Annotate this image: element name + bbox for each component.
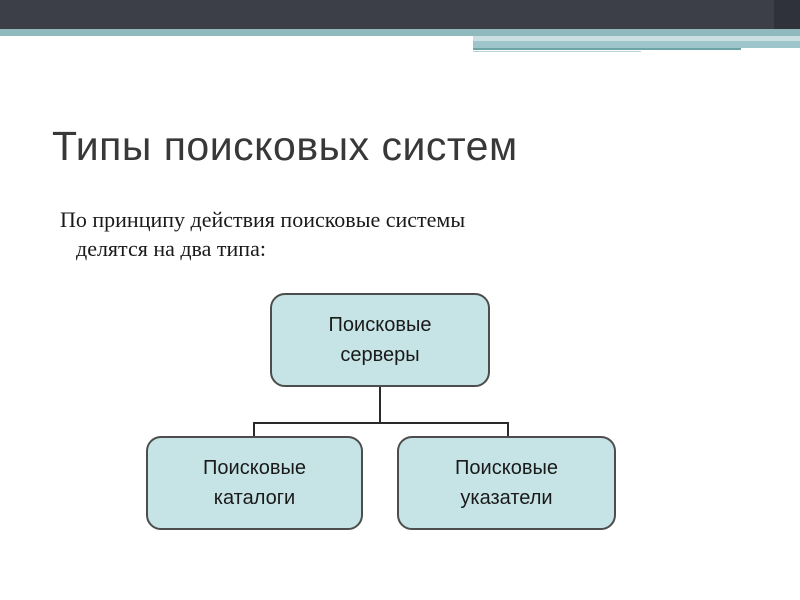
node-label-line1: Поисковые (203, 457, 306, 479)
diagram-node-search-servers: Поисковые серверы (270, 293, 490, 387)
header-accent-strip-light (473, 36, 800, 41)
connector-left-drop (253, 422, 255, 437)
connector-horizontal (253, 422, 509, 424)
node-label-line1: Поисковые (455, 457, 558, 479)
connector-stem (379, 387, 381, 423)
body-text-line-1: По принципу действия поисковые системы (60, 207, 466, 232)
node-label-line2: серверы (340, 344, 420, 366)
header-bar (0, 0, 800, 29)
header-accent-strip (473, 41, 800, 48)
diagram-node-search-catalogs: Поисковые каталоги (146, 436, 363, 530)
header-accent-band (0, 29, 800, 36)
node-label-line1: Поисковые (328, 314, 432, 336)
node-label-line2: указатели (460, 487, 553, 509)
diagram-node-search-indexes: Поисковые указатели (397, 436, 616, 530)
connector-right-drop (507, 422, 509, 437)
header-bar-corner (774, 0, 800, 29)
slide-title: Типы поисковых систем (52, 123, 518, 169)
body-text-line-2: делятся на два типа: (76, 236, 266, 261)
node-label-line2: каталоги (213, 487, 296, 509)
header-accent-line (473, 48, 741, 50)
header-accent-line-thin (473, 51, 641, 52)
slide-body-text: По принципу действия поисковые системы д… (60, 205, 680, 263)
